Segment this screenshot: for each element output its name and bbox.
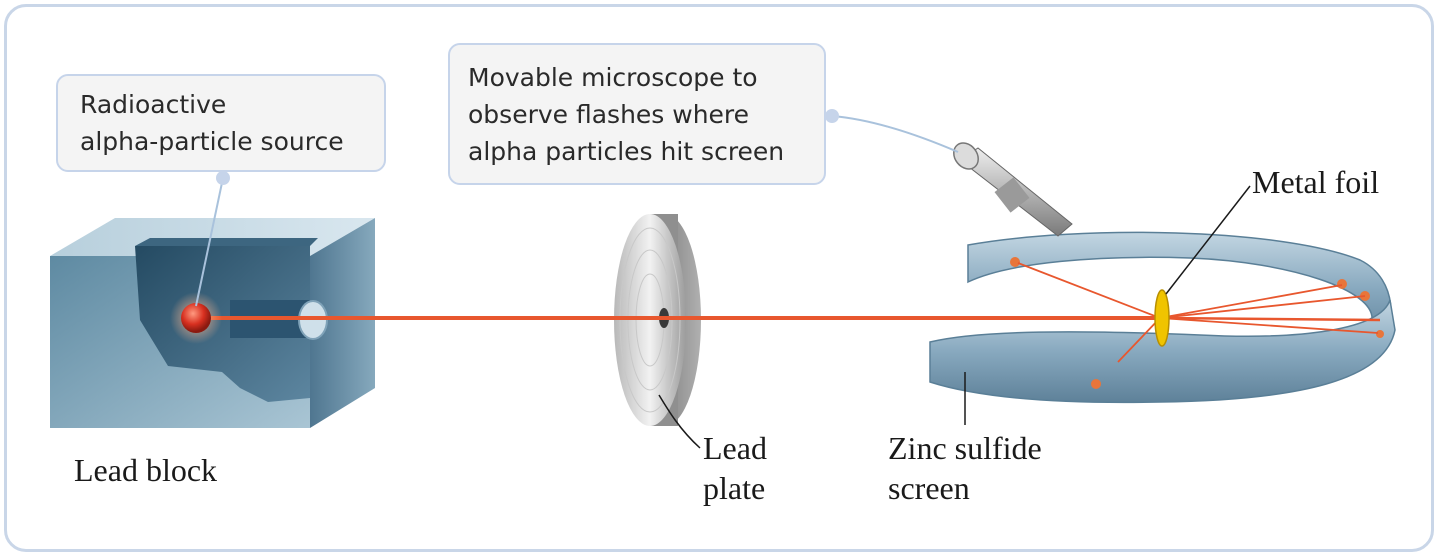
alpha-beam	[200, 262, 1381, 363]
lead-block	[50, 218, 375, 428]
zinc-sulfide-screen	[929, 231, 1396, 404]
lead-block-label: Lead block	[74, 452, 218, 488]
zinc-screen-label-line1: Zinc sulfide	[888, 430, 1042, 466]
metal-foil-label: Metal foil	[1252, 164, 1380, 200]
metal-foil	[1154, 289, 1170, 347]
microscope-callout: Movable microscope to observe flashes wh…	[448, 43, 826, 185]
microscope	[953, 142, 1073, 237]
source-callout-line2: alpha-particle source	[80, 127, 344, 156]
microscope-callout-line1: Movable microscope to	[468, 63, 758, 92]
source-callout: Radioactive alpha-particle source	[56, 74, 386, 172]
microscope-callout-line3: alpha particles hit screen	[468, 137, 785, 166]
leader-lines	[195, 109, 1251, 449]
source-callout-line1: Radioactive	[80, 90, 227, 119]
microscope-callout-line2: observe flashes where	[468, 100, 750, 129]
lead-plate-label-line1: Lead	[703, 430, 767, 466]
lead-plate-label-line2: plate	[703, 470, 766, 506]
zinc-screen-label-line2: screen	[888, 470, 970, 506]
alpha-source	[170, 292, 222, 344]
lead-plate-label: Lead plate	[703, 428, 767, 508]
zinc-screen-label: Zinc sulfide screen	[888, 428, 1042, 508]
